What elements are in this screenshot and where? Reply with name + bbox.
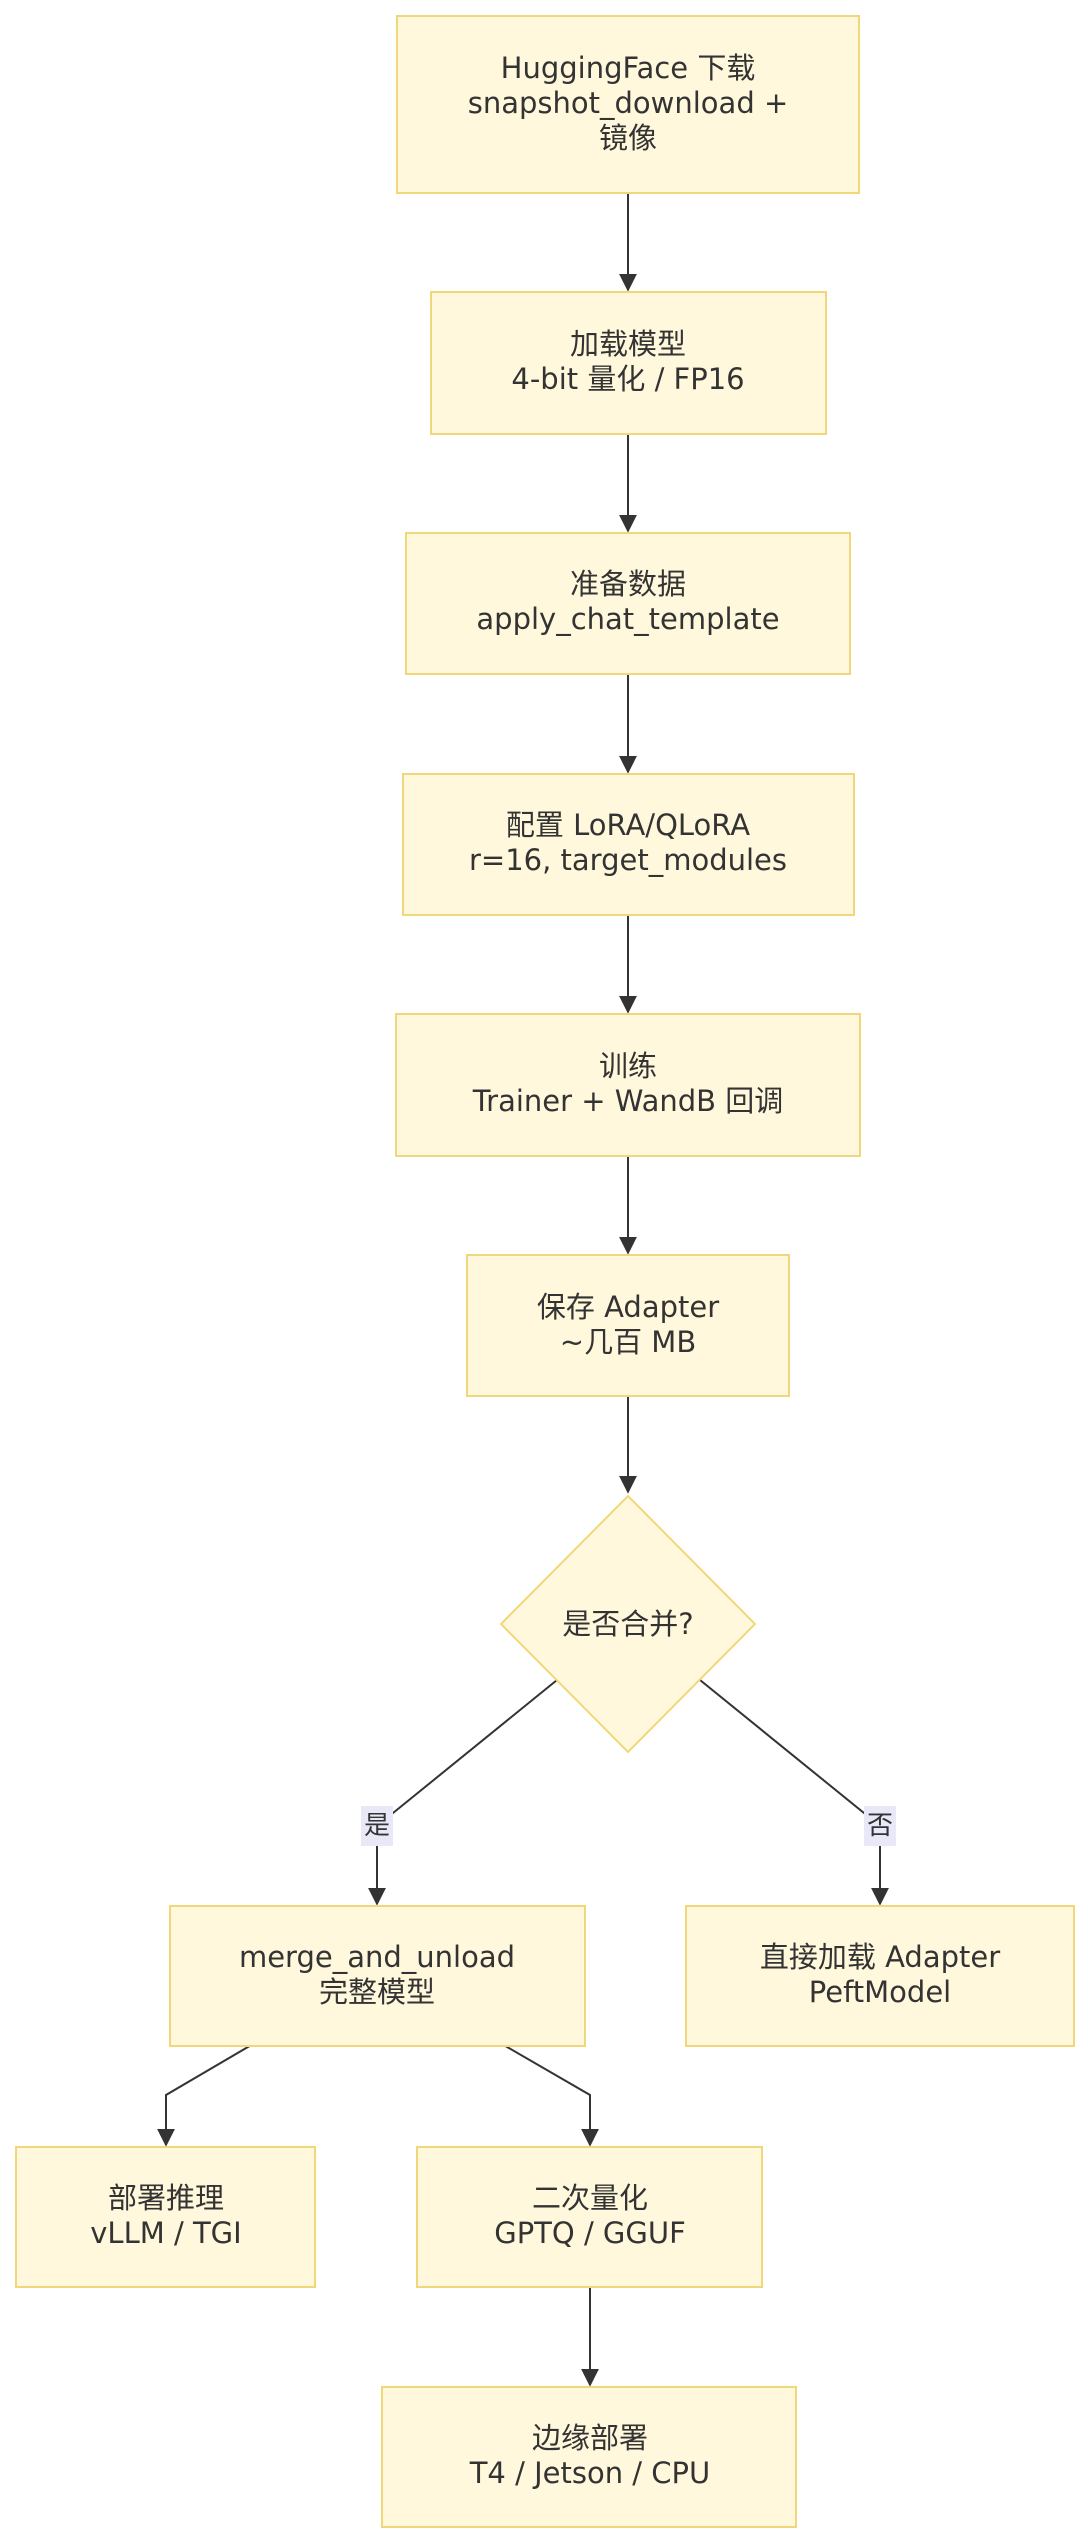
edge-merge-requant	[501, 2043, 599, 2147]
node-deploy-line2: vLLM / TGI	[90, 2216, 241, 2250]
node-train: 训练 Trainer + WandB 回调	[395, 1013, 861, 1157]
node-prepare-line1: 准备数据	[570, 567, 686, 601]
node-requant-line1: 二次量化	[532, 2181, 648, 2215]
node-save: 保存 Adapter ~几百 MB	[466, 1254, 790, 1397]
node-direct: 直接加载 Adapter PeftModel	[685, 1905, 1075, 2047]
node-download: HuggingFace 下载 snapshot_download + 镜像	[396, 15, 860, 194]
node-load-line2: 4-bit 量化 / FP16	[511, 362, 744, 396]
edge-label-yes-text: 是	[364, 1811, 390, 1841]
node-save-line1: 保存 Adapter	[537, 1290, 719, 1324]
node-direct-line2: PeftModel	[809, 1975, 951, 2009]
node-train-line2: Trainer + WandB 回调	[472, 1084, 784, 1118]
node-download-line1: HuggingFace 下载	[501, 51, 756, 85]
node-edge-deploy-line1: 边缘部署	[532, 2421, 648, 2455]
node-deploy-line1: 部署推理	[108, 2181, 224, 2215]
node-edge-deploy-line2: T4 / Jetson / CPU	[469, 2456, 711, 2490]
node-config-line2: r=16, target_modules	[469, 843, 787, 877]
node-download-line3: 镜像	[599, 121, 657, 155]
edge-label-no: 否	[864, 1806, 896, 1846]
edge-decision-merge	[368, 1679, 558, 1906]
node-edge-deploy: 边缘部署 T4 / Jetson / CPU	[381, 2386, 797, 2528]
edge-label-no-text: 否	[867, 1811, 893, 1841]
node-deploy: 部署推理 vLLM / TGI	[15, 2146, 316, 2288]
node-merge-line2: 完整模型	[319, 1975, 435, 2009]
node-prepare-line2: apply_chat_template	[476, 602, 779, 636]
node-config-line1: 配置 LoRA/QLoRA	[506, 808, 750, 842]
node-requant: 二次量化 GPTQ / GGUF	[416, 2146, 763, 2288]
edge-merge-deploy	[157, 2043, 254, 2147]
node-config: 配置 LoRA/QLoRA r=16, target_modules	[402, 773, 855, 916]
node-download-line2: snapshot_download +	[468, 86, 789, 120]
node-requant-line2: GPTQ / GGUF	[494, 2216, 686, 2250]
edge-label-yes: 是	[361, 1806, 393, 1846]
node-load-line1: 加载模型	[570, 327, 686, 361]
node-direct-line1: 直接加载 Adapter	[760, 1940, 1000, 1974]
node-load: 加载模型 4-bit 量化 / FP16	[430, 291, 827, 435]
node-decision-label: 是否合并?	[562, 1607, 693, 1641]
node-train-line1: 训练	[599, 1049, 657, 1083]
node-save-line2: ~几百 MB	[560, 1325, 696, 1359]
node-decision: 是否合并?	[499, 1494, 757, 1754]
node-merge-line1: merge_and_unload	[239, 1940, 515, 1974]
edge-decision-direct	[699, 1679, 889, 1906]
node-prepare: 准备数据 apply_chat_template	[405, 532, 851, 675]
node-merge: merge_and_unload 完整模型	[169, 1905, 586, 2047]
